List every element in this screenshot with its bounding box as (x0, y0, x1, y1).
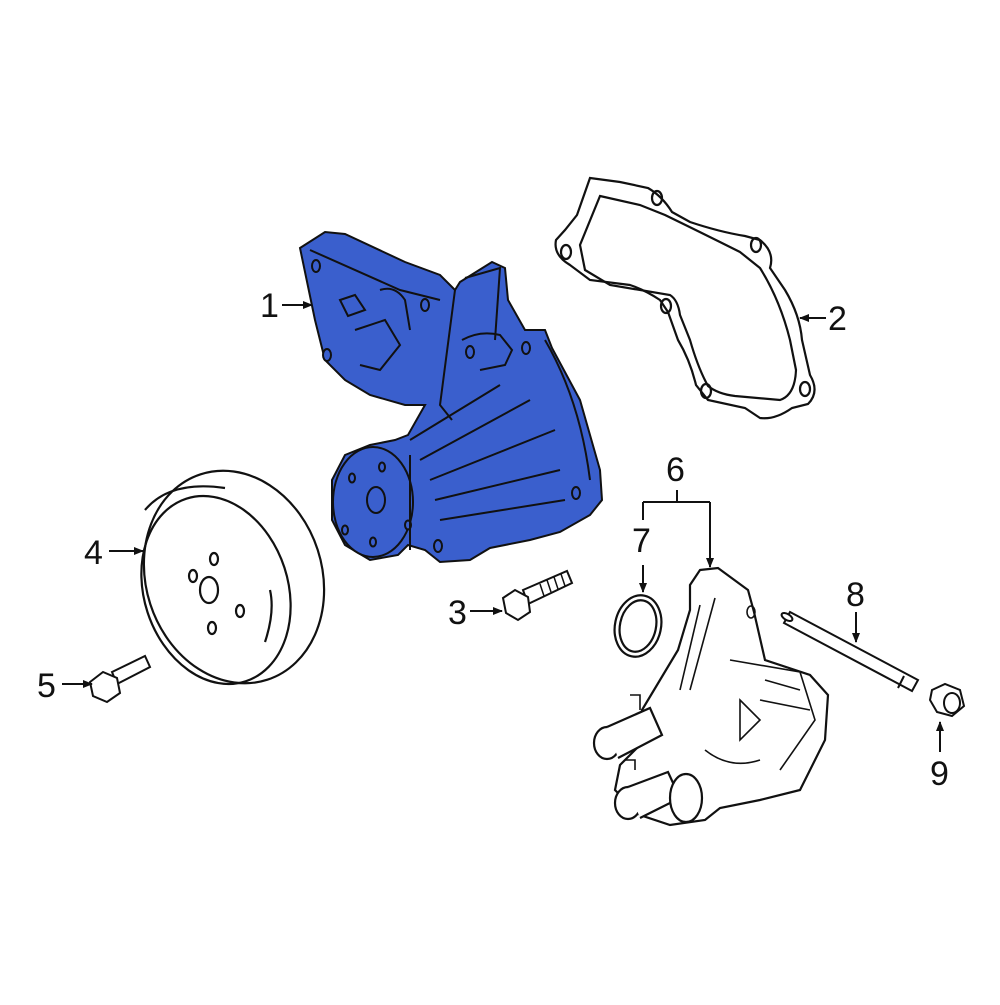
o-ring-part-7[interactable] (609, 591, 667, 661)
pulley-part-4[interactable] (117, 447, 351, 707)
gasket-part-2[interactable] (554, 176, 816, 420)
stud-part-8[interactable] (780, 610, 920, 693)
callout-6: 6 (666, 451, 685, 489)
callout-4: 4 (84, 534, 103, 572)
callout-labels: 1 2 3 4 5 6 7 8 9 (37, 287, 949, 793)
callout-9: 9 (930, 755, 949, 793)
thermostat-housing-part-6[interactable] (592, 566, 830, 827)
callout-3: 3 (448, 594, 467, 632)
callout-1: 1 (260, 287, 279, 325)
callout-5: 5 (37, 667, 56, 705)
bolt-part-3[interactable] (501, 569, 574, 622)
callout-7: 7 (632, 522, 651, 560)
callout-2: 2 (828, 300, 847, 338)
bolt-part-5[interactable] (88, 654, 152, 704)
nut-part-9[interactable] (928, 682, 966, 718)
water-pump-part-1[interactable] (298, 230, 604, 564)
leader-lines (62, 301, 944, 752)
callout-8: 8 (846, 576, 865, 614)
